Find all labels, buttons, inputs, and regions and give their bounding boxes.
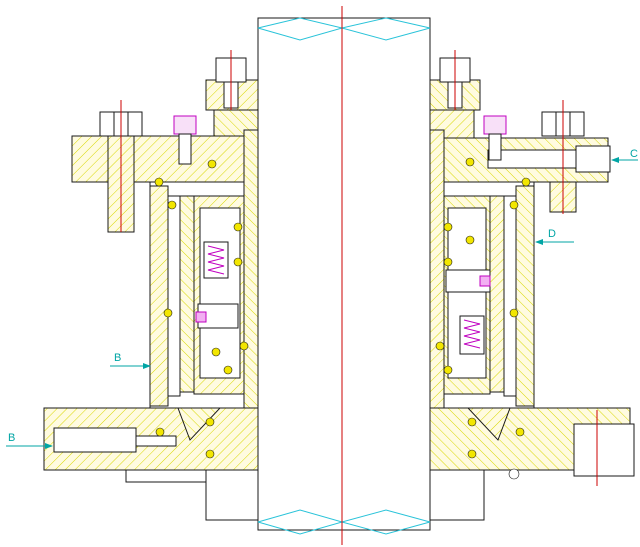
socket-screw-icon (439, 50, 471, 110)
left-sleeve (243, 129, 259, 431)
port-d-label: D (548, 228, 556, 240)
hex-bolt-icon (541, 100, 585, 214)
port-b-upper-arrow: B (110, 352, 151, 369)
right-seal-assembly (429, 50, 635, 521)
socket-screw-icon (173, 115, 197, 165)
port-c-arrow: C (611, 148, 638, 163)
left-gland-flange (71, 135, 259, 183)
compression-spring-icon (195, 303, 239, 329)
right-sleeve (429, 129, 445, 431)
port-b-upper-label: B (114, 352, 121, 364)
compression-spring-icon (203, 241, 229, 279)
port-d-arrow: D (535, 228, 574, 245)
port-b-lower-arrow: B (6, 432, 53, 449)
o-ring-icon (435, 157, 531, 480)
port-b-lower-label: B (8, 432, 15, 444)
socket-screw-icon (215, 50, 247, 110)
left-seal-assembly (43, 50, 259, 521)
compression-spring-icon (459, 315, 485, 355)
socket-screw-icon (483, 115, 507, 161)
shaft (257, 6, 431, 545)
hex-bolt-icon (99, 100, 143, 233)
o-ring-icon (154, 159, 249, 459)
port-c-label: C (630, 148, 638, 160)
compression-spring-icon (445, 269, 491, 293)
